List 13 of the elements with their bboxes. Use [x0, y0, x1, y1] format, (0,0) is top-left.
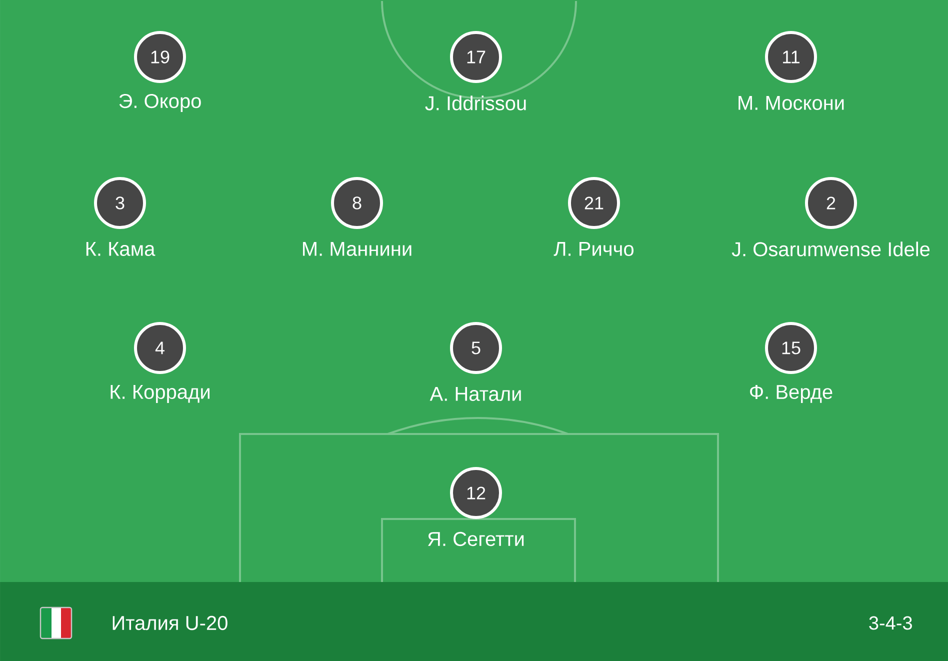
player-name: Л. Риччо — [554, 242, 634, 256]
player-name: К. Корради — [110, 385, 210, 403]
player-name: М. Москони — [738, 96, 844, 110]
player-name: Э. Окоро — [119, 94, 201, 112]
player-name: К. Кама — [86, 242, 156, 256]
team-name: Италия U-20 — [112, 616, 228, 630]
player-name: Я. Сегетти — [428, 532, 524, 546]
formation-label: 3-4-3 — [869, 616, 912, 630]
player-name: А. Натали — [430, 387, 521, 401]
player-name: J. Iddrissou — [425, 96, 526, 110]
player-name: М. Маннини — [303, 242, 412, 256]
player-name: J. Osarumwense Idele — [732, 242, 930, 256]
player-name: Ф. Верде — [750, 385, 832, 403]
